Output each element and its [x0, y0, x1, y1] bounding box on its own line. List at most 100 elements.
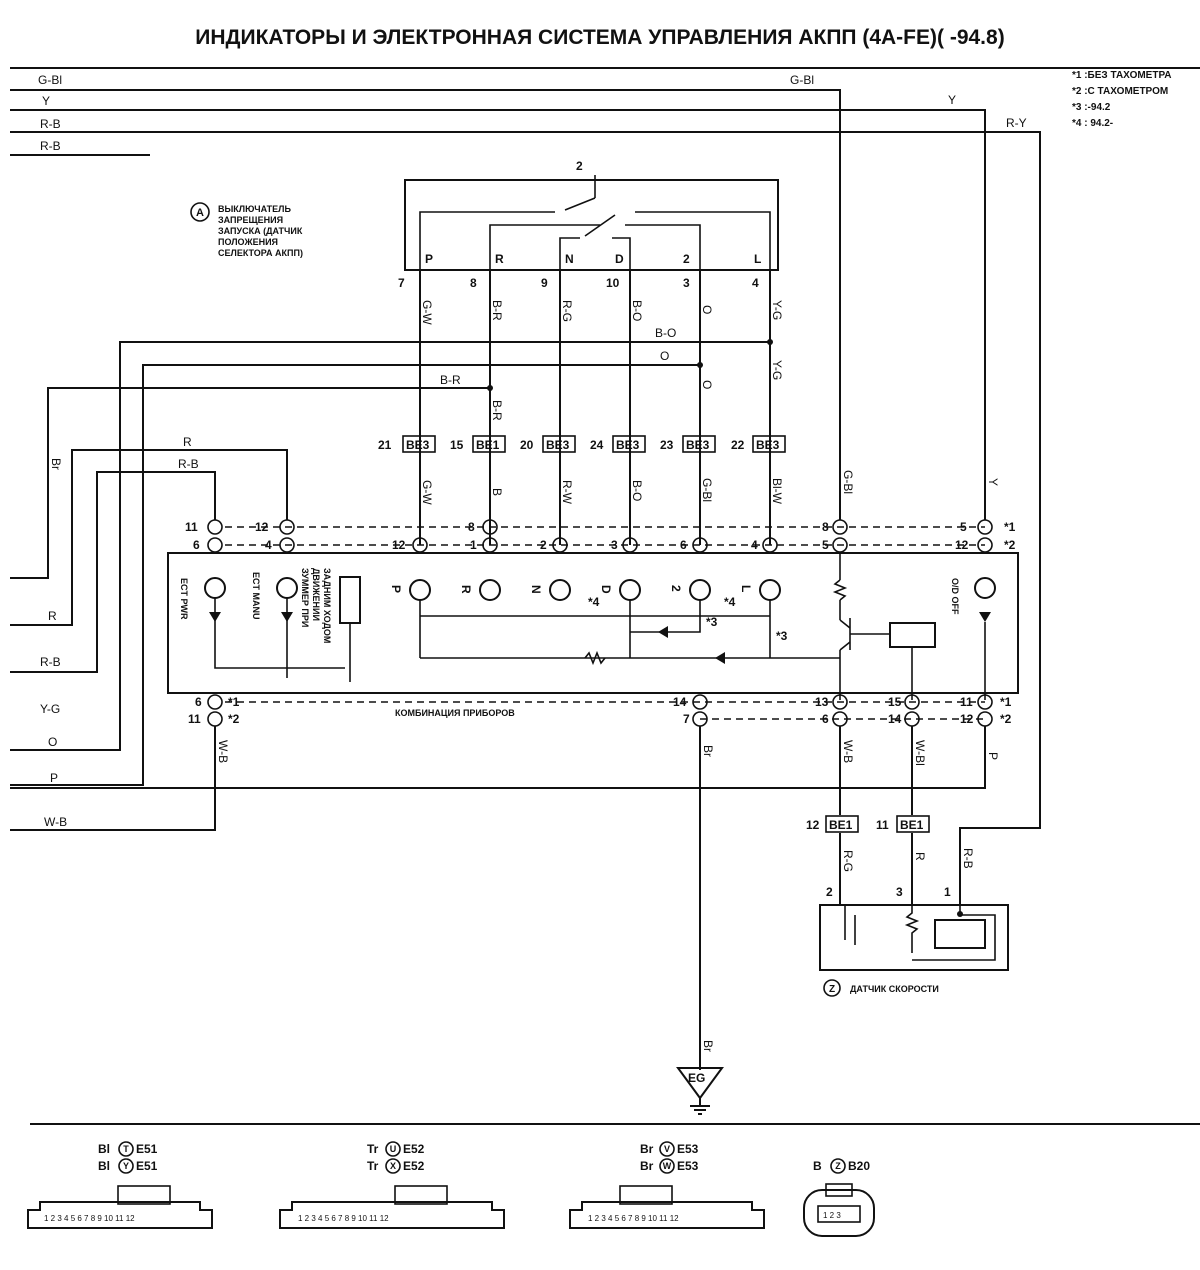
star-1-top: *1 [1004, 520, 1016, 534]
star-4-a: *4 [588, 595, 600, 609]
svg-text:14: 14 [888, 712, 902, 726]
connector-legend: Bl T E51 Bl Y E51 1 2 3 4 5 6 7 8 9 10 1… [27, 1141, 875, 1237]
svg-text:B: B [490, 488, 504, 496]
note-3: *3 :-94.2 [1072, 102, 1111, 113]
switch-caption-1: ВЫКЛЮЧАТЕЛЬ [218, 204, 291, 214]
switch-caption-3: ЗАПУСКА (ДАТЧИК [218, 226, 303, 236]
svg-text:BE1: BE1 [900, 818, 924, 832]
wire-gw-upper: G-W [420, 300, 434, 325]
svg-text:D: D [599, 585, 613, 594]
svg-text:1: 1 [944, 885, 951, 899]
cluster-body [167, 552, 1019, 694]
switch-path-2 [625, 224, 701, 270]
svg-text:ECT PWR: ECT PWR [179, 578, 189, 620]
lamp-ect-pwr: ECT PWR [179, 577, 226, 622]
switch-pin-10: 10 [606, 276, 620, 290]
speed-connectors: 12 BE1 11 BE1 [806, 815, 930, 833]
svg-text:Bl-W: Bl-W [770, 478, 784, 505]
wire-bo-cross [10, 341, 770, 751]
label-wbl-vertical: W-Bl [913, 740, 927, 766]
wire-p-left [10, 726, 986, 789]
wire-wb-left [10, 726, 216, 831]
svg-text:20: 20 [520, 438, 534, 452]
svg-text:X: X [390, 1161, 396, 1171]
svg-text:1 2 3 4 5 6 7 8 9 10 11 12: 1 2 3 4 5 6 7 8 9 10 11 12 [588, 1214, 679, 1223]
pin-3y: 3 [611, 538, 618, 552]
svg-text:B: B [813, 1159, 822, 1173]
wire-rg-upper: R-G [560, 300, 574, 322]
svg-text:6: 6 [195, 695, 202, 709]
svg-text:22: 22 [731, 438, 745, 452]
star-2-right: *2 [1000, 712, 1012, 726]
speed-sensor-marker: Z [829, 984, 835, 995]
connector-e53: Br V E53 Br W E53 1 2 3 4 5 6 7 8 9 10 1… [569, 1141, 765, 1229]
wire-o-cross [10, 364, 700, 786]
label-wb-vertical: W-B [216, 740, 230, 763]
switch-path-r [489, 224, 600, 270]
label-rb-vertical: R-B [961, 848, 975, 869]
svg-text:23: 23 [660, 438, 674, 452]
svg-text:U: U [390, 1144, 397, 1154]
label-br-vertical: Br [49, 458, 63, 470]
wire-br-cross [10, 387, 490, 579]
notes: *1 :БЕЗ ТАХОМЕТРА *2 :С ТАХОМЕТРОМ *3 :-… [1072, 70, 1171, 129]
lamp-od-off: O/D OFF [950, 577, 996, 622]
left-out-o: O [48, 735, 57, 749]
note-4: *4 : 94.2- [1072, 118, 1113, 129]
pin-circles [207, 519, 993, 553]
pin-5x: 5 [822, 538, 829, 552]
svg-text:ЗАДНИМ ХОДОМ: ЗАДНИМ ХОДОМ [322, 568, 332, 643]
svg-text:G-Bl: G-Bl [700, 478, 714, 502]
pin-2y: 2 [540, 538, 547, 552]
lamp-2: 2 [669, 579, 711, 601]
ground-label: EG [688, 1071, 705, 1085]
star-2-left: *2 [228, 712, 240, 726]
svg-text:L: L [739, 585, 753, 592]
svg-text:BE1: BE1 [476, 438, 500, 452]
switch-pin-9: 9 [541, 276, 548, 290]
svg-text:W: W [663, 1161, 672, 1171]
pin-4w: 4 [265, 538, 272, 552]
svg-text:15: 15 [450, 438, 464, 452]
switch-pos-r: R [495, 252, 504, 266]
svg-text:Br: Br [640, 1159, 654, 1173]
switch-pos-2: 2 [683, 252, 690, 266]
top-label-gbl: G-Bl [790, 73, 814, 87]
left-out-wb: W-B [44, 815, 67, 829]
be-connector-22: 22 BE3 Bl-W [731, 435, 786, 505]
pin-12t: 12 [255, 520, 269, 534]
be-connector-20: 20 BE3 R-W [520, 435, 576, 505]
ground-eg: EG [676, 1067, 724, 1115]
svg-text:G-W: G-W [420, 480, 434, 505]
note-2: *2 :С ТАХОМЕТРОМ [1072, 86, 1168, 97]
svg-text:1 2 3 4 5 6 7 8 9 10 11 12: 1 2 3 4 5 6 7 8 9 10 11 12 [298, 1214, 389, 1223]
svg-text:2: 2 [669, 585, 683, 592]
reverse-buzzer: ЗУММЕР ПРИ ДВИЖЕНИИ ЗАДНИМ ХОДОМ [300, 568, 361, 643]
wire-br-mid: B-R [490, 400, 504, 421]
svg-text:E53: E53 [677, 1159, 699, 1173]
lower-wires: W-B Br Br W-B W-Bl P R-G R R-B [10, 726, 1000, 1070]
svg-text:7: 7 [683, 712, 690, 726]
svg-text:E52: E52 [403, 1159, 425, 1173]
wire-bo-upper: B-O [630, 300, 644, 321]
switch-pin-7: 7 [398, 276, 405, 290]
switch-body [404, 179, 779, 271]
svg-text:15: 15 [888, 695, 902, 709]
label-o-cross: O [660, 349, 669, 363]
svg-text:6: 6 [822, 712, 829, 726]
svg-text:12: 12 [960, 712, 974, 726]
svg-text:11: 11 [960, 695, 973, 709]
lamp-n: N [529, 579, 571, 601]
cluster-pin-rows: 11 12 8 8 5 *1 6 4 12 1 2 3 6 4 5 12 *2 [185, 520, 1016, 552]
svg-text:R-W: R-W [560, 480, 574, 505]
label-rb-cross: R-B [178, 457, 199, 471]
svg-text:E51: E51 [136, 1142, 158, 1156]
wire-gbl-top [10, 89, 841, 520]
svg-text:BE3: BE3 [686, 438, 710, 452]
svg-text:E53: E53 [677, 1142, 699, 1156]
svg-text:1 2 3 4 5 6 7 8 9 10 11 12: 1 2 3 4 5 6 7 8 9 10 11 12 [44, 1214, 135, 1223]
svg-text:E51: E51 [136, 1159, 158, 1173]
connector-e51: Bl T E51 Bl Y E51 1 2 3 4 5 6 7 8 9 10 1… [27, 1141, 213, 1229]
switch-path-l [635, 211, 771, 270]
